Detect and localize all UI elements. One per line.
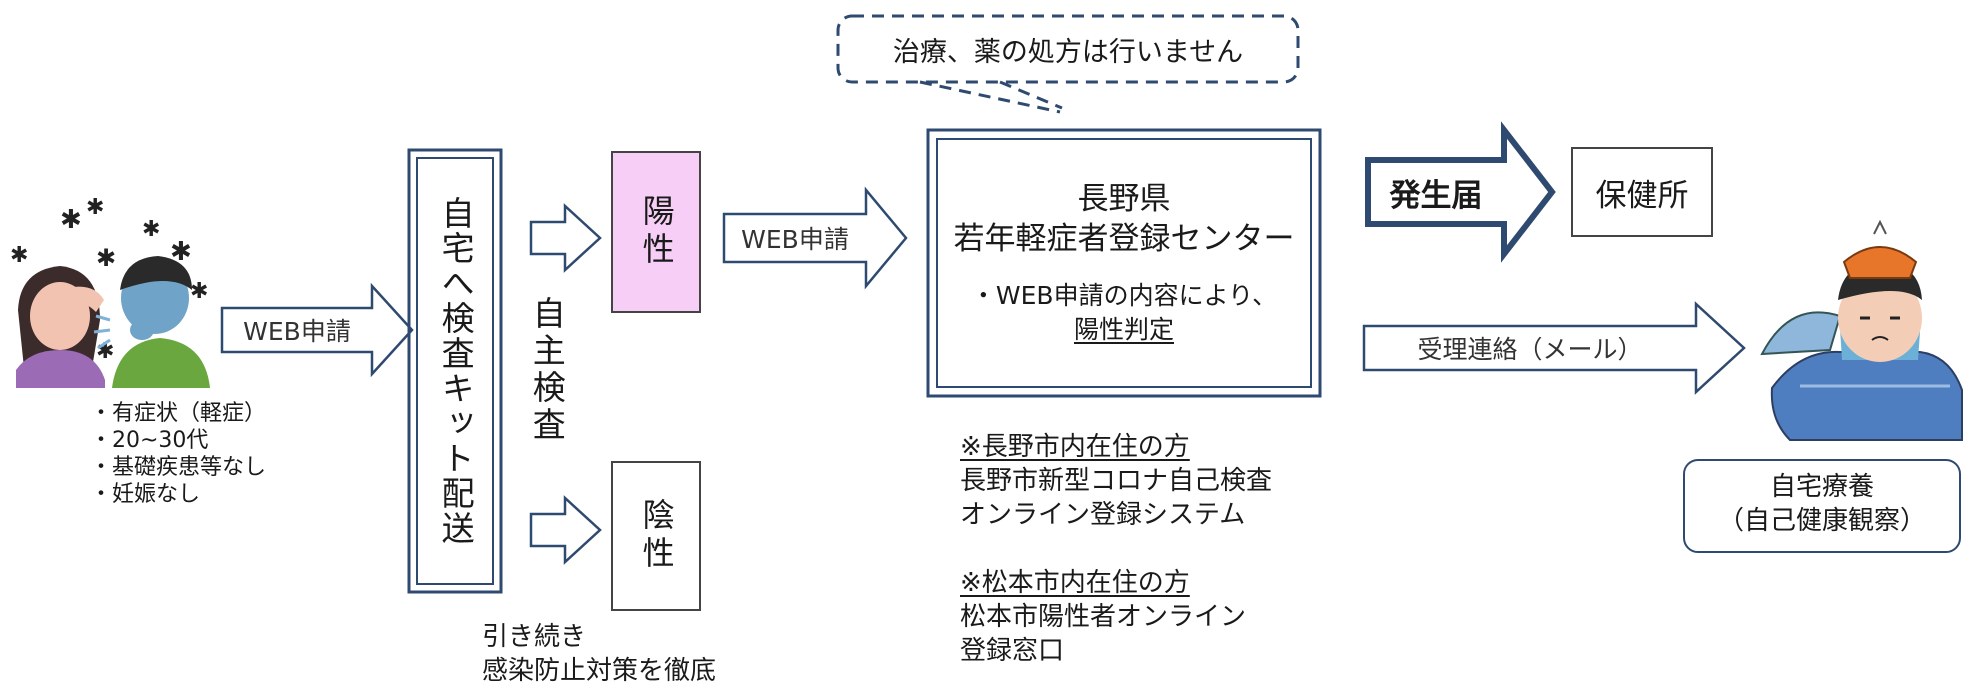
bed-rest-illustration bbox=[1760, 219, 1963, 441]
matsumoto-heading: ※松本市内在住の方 bbox=[960, 568, 1190, 598]
kit-box-inner bbox=[416, 157, 494, 585]
positive-label: 陽性 bbox=[637, 194, 676, 270]
negative-box bbox=[611, 461, 701, 611]
web-apply-label-2: WEB申請 bbox=[741, 225, 849, 254]
city-notes: ※長野市内在住の方 長野市新型コロナ自己検査 オンライン登録システム ※松本市内… bbox=[960, 432, 1273, 666]
svg-text:✱: ✱ bbox=[10, 243, 28, 268]
svg-text:✱: ✱ bbox=[142, 217, 160, 242]
center-box-outer bbox=[926, 128, 1322, 398]
negative-label: 陰性 bbox=[637, 498, 676, 574]
condition-item: ・20~30代 bbox=[90, 428, 209, 453]
callout-text: 治療、薬の処方は行いません bbox=[892, 36, 1244, 68]
web-apply-arrow-2 bbox=[722, 186, 908, 290]
report-label: 発生届 bbox=[1389, 177, 1483, 214]
center-bullet: ・WEB申請の内容により、 bbox=[970, 281, 1278, 310]
kit-delivery-label: 自宅へ検査キット配送 bbox=[436, 196, 476, 546]
health-center-box bbox=[1571, 147, 1713, 237]
web-apply-arrow-1 bbox=[220, 282, 414, 378]
svg-text:✱: ✱ bbox=[60, 205, 82, 235]
reception-arrow bbox=[1362, 301, 1746, 395]
center-positive-judgment: 陽性判定 bbox=[1073, 315, 1174, 344]
svg-text:✱: ✱ bbox=[86, 195, 104, 220]
negative-note: 引き続き 感染防止対策を徹底 bbox=[482, 622, 717, 686]
kit-box-outer bbox=[407, 148, 503, 594]
health-center-label: 保健所 bbox=[1595, 177, 1689, 214]
registration-center: 長野県 若年軽症者登録センター ・WEB申請の内容により、 陽性判定 bbox=[937, 139, 1311, 387]
svg-text:✱: ✱ bbox=[96, 244, 116, 272]
self-test-label: 自主検査 bbox=[527, 296, 567, 444]
home-care-box bbox=[1683, 459, 1961, 553]
positive-box bbox=[611, 151, 701, 313]
condition-item: ・妊娠なし bbox=[90, 482, 201, 507]
svg-text:✱: ✱ bbox=[170, 237, 192, 267]
home-care-label: 自宅療養 （自己健康観察） bbox=[1717, 472, 1926, 536]
center-box-inner bbox=[936, 138, 1312, 388]
center-title-2: 若年軽症者登録センター bbox=[953, 221, 1295, 257]
sick-people-illustration: ✱ ✱ ✱ ✱ ✱ ✱ ✱ ✱ ✱ bbox=[10, 195, 210, 388]
center-title-1: 長野県 bbox=[1077, 181, 1171, 217]
report-arrow bbox=[1365, 121, 1556, 263]
condition-item: ・基礎疾患等なし bbox=[90, 455, 267, 480]
patient-conditions: ・有症状（軽症） ・20~30代 ・基礎疾患等なし ・妊娠なし bbox=[90, 400, 266, 508]
to-negative-arrow bbox=[529, 495, 602, 565]
callout-bubble bbox=[836, 14, 1300, 114]
reception-label: 受理連絡（メール） bbox=[1417, 335, 1643, 364]
to-positive-arrow bbox=[529, 203, 602, 273]
web-apply-label-1: WEB申請 bbox=[243, 317, 351, 346]
svg-text:✱: ✱ bbox=[190, 279, 208, 304]
condition-item: ・有症状（軽症） bbox=[90, 401, 267, 426]
nagano-heading: ※長野市内在住の方 bbox=[960, 432, 1190, 462]
